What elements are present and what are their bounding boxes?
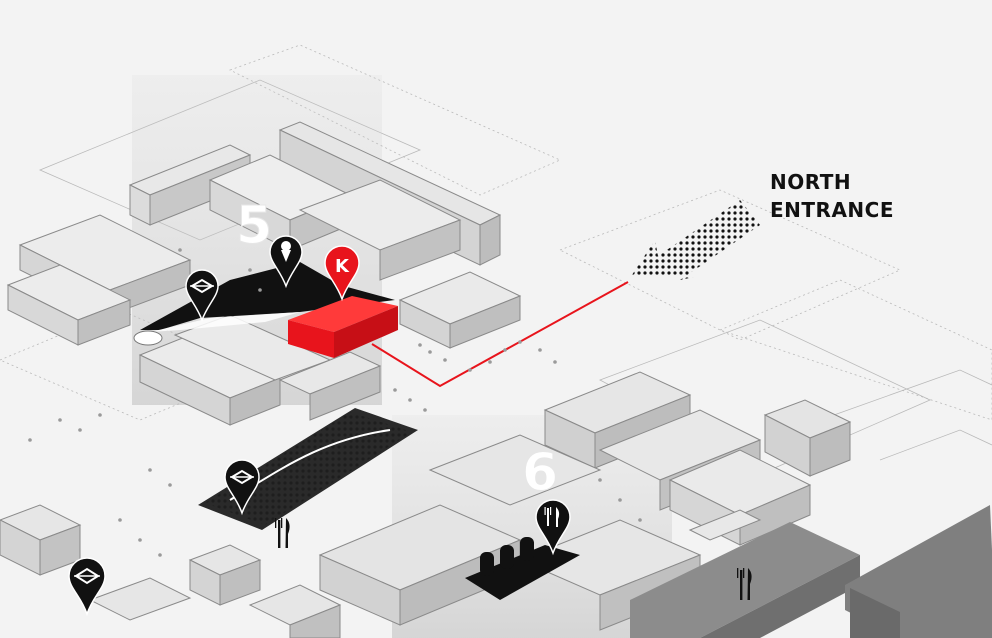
north-entrance-line2: ENTRANCE <box>770 198 894 222</box>
zone-block-5-stage <box>150 312 300 332</box>
stage-marker-middle[interactable] <box>224 459 260 516</box>
zone-block-5-tent <box>133 330 163 346</box>
north-entrance-line1: NORTH <box>770 170 852 194</box>
north-entrance-arrow <box>632 200 760 280</box>
highlight-building-k[interactable] <box>288 296 398 358</box>
letter-k-icon: K <box>335 256 350 277</box>
buildings-block-5 <box>6 121 522 426</box>
k-marker[interactable]: K <box>324 245 360 302</box>
route-line <box>371 281 629 388</box>
food-marker-block6[interactable] <box>535 499 571 556</box>
buildings-block-6 <box>0 371 852 638</box>
info-marker-left[interactable] <box>185 269 219 323</box>
zone-block-6[interactable] <box>465 537 580 600</box>
fork-knife-icon <box>737 568 752 600</box>
fork-knife-icon <box>544 507 560 527</box>
stage-icon <box>230 469 254 485</box>
buildings-dark <box>630 505 992 638</box>
ice-cream-icon <box>281 241 291 262</box>
stage-marker-bottom-left[interactable] <box>68 557 106 617</box>
block-6-label: 6 <box>522 443 558 503</box>
block-5-label: 5 <box>236 196 272 256</box>
stage-icon <box>74 567 100 585</box>
north-entrance-label: NORTH ENTRANCE <box>770 168 950 224</box>
stage-icon <box>190 278 214 294</box>
fork-knife-icon <box>275 518 290 548</box>
icecream-marker[interactable] <box>269 235 303 289</box>
crowd <box>28 248 642 557</box>
